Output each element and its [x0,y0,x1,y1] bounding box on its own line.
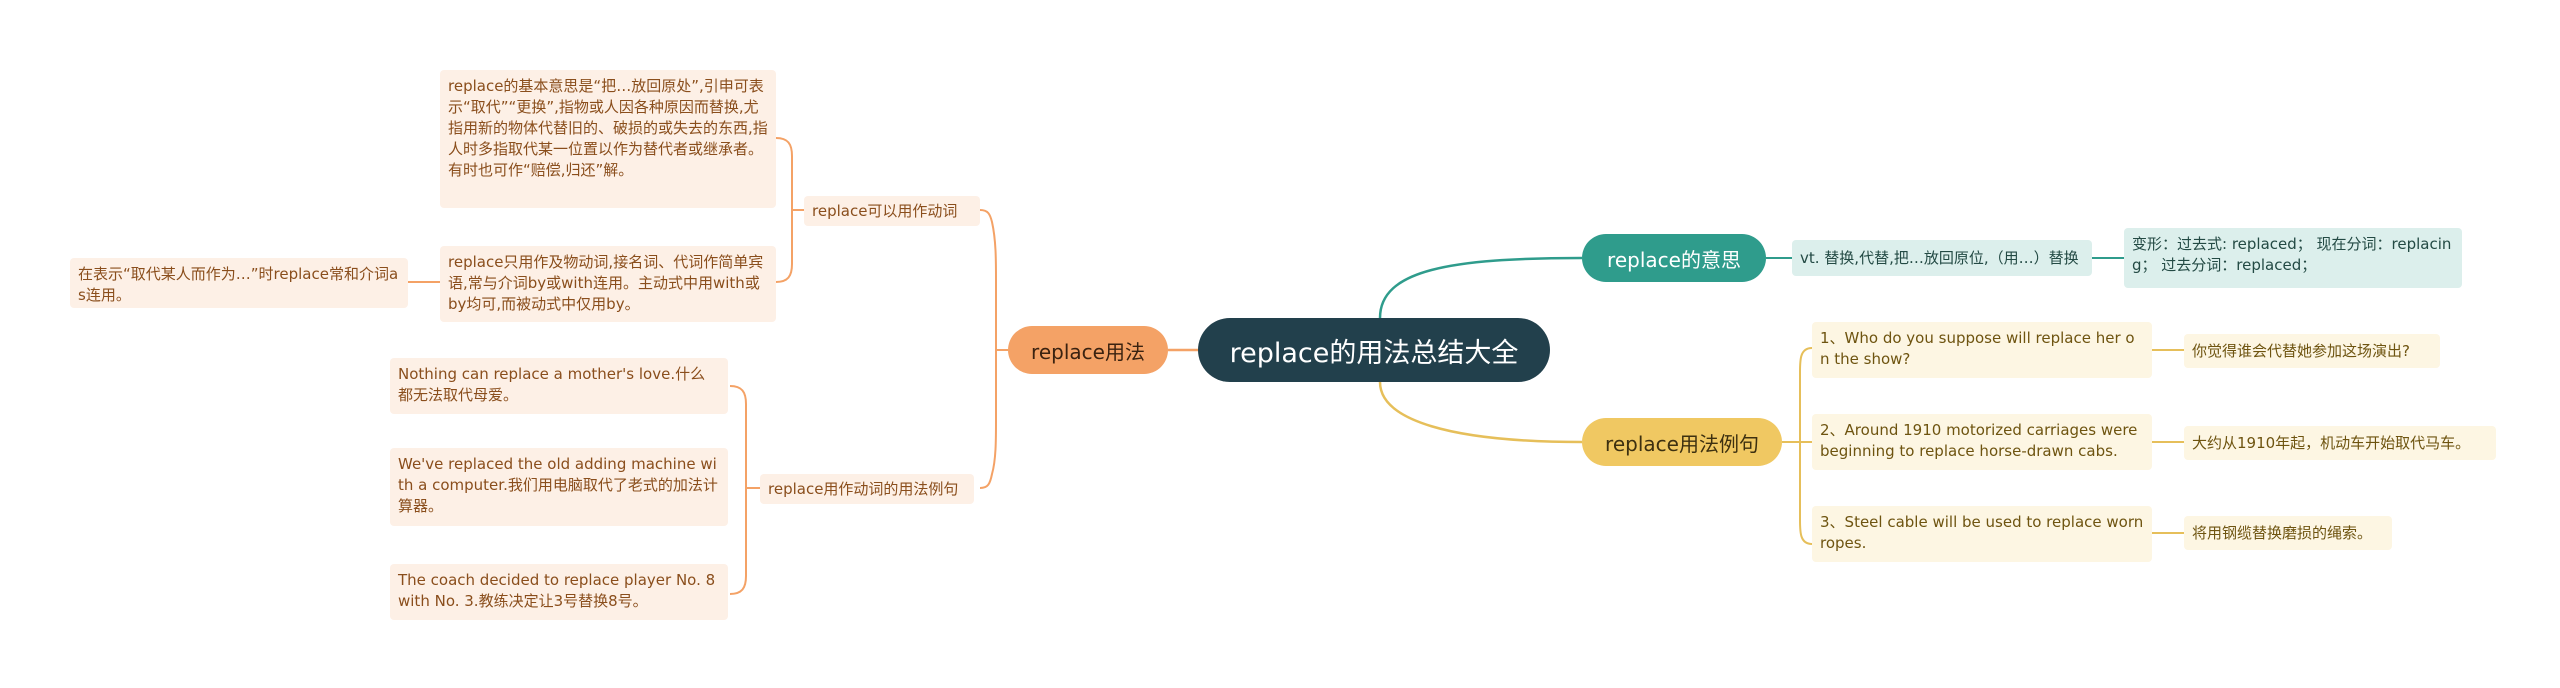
usage-verb-note-2[interactable]: replace只用作及物动词,接名词、代词作简单宾语,常与介词by或with连用… [440,246,776,322]
usage-verb-example-1[interactable]: Nothing can replace a mother's love.什么都无… [390,358,728,414]
usage-verb-examples-label[interactable]: replace用作动词的用法例句 [760,474,974,504]
link-root-meaning [1378,256,1583,319]
example-3-en[interactable]: 3、Steel cable will be used to replace wo… [1812,506,2152,562]
example-2-zh[interactable]: 大约从1910年起，机动车开始取代马车。 [2184,426,2496,460]
link-examples-bracket [1782,347,1813,545]
example-2-en[interactable]: 2、Around 1910 motorized carriages were b… [1812,414,2152,470]
link-usage-bracket [979,209,1008,489]
usage-verb-note-1[interactable]: replace的基本意思是“把…放回原处”,引申可表示“取代”“更换”,指物或人… [440,70,776,208]
usage-verb-example-2[interactable]: We've replaced the old adding machine wi… [390,448,728,526]
meaning-forms[interactable]: 变形：过去式: replaced； 现在分词：replacing； 过去分词：r… [2124,228,2462,288]
example-1-zh[interactable]: 你觉得谁会代替她参加这场演出? [2184,334,2440,368]
meaning-definition[interactable]: vt. 替换,代替,把…放回原位,（用…）替换 [1792,240,2092,276]
link-verbex-bracket [729,385,760,595]
branch-meaning[interactable]: replace的意思 [1582,234,1766,282]
example-1-en[interactable]: 1、Who do you suppose will replace her on… [1812,322,2152,378]
usage-verb-side-note[interactable]: 在表示“取代某人而作为…”时replace常和介词as连用。 [70,258,408,308]
root-topic[interactable]: replace的用法总结大全 [1198,318,1550,382]
usage-verb-example-3[interactable]: The coach decided to replace player No. … [390,564,728,620]
example-3-zh[interactable]: 将用钢缆替换磨损的绳索。 [2184,516,2392,550]
branch-usage[interactable]: replace用法 [1008,326,1168,374]
link-verb-bracket [775,137,804,283]
branch-examples[interactable]: replace用法例句 [1582,418,1782,466]
link-root-examples [1378,381,1583,444]
usage-verb-label[interactable]: replace可以用作动词 [804,196,980,226]
